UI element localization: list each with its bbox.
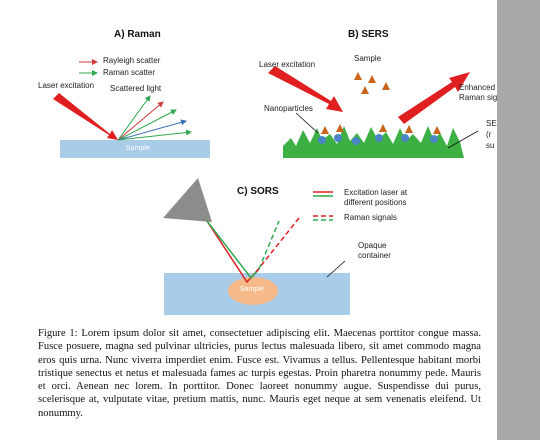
- sors-sample-label: Sample: [240, 286, 264, 293]
- raman-laser-beam: [53, 93, 118, 140]
- excitation-legend-label-2: different positions: [344, 198, 407, 207]
- panel-c-title: C) SORS: [237, 186, 279, 197]
- adsorbed-particle: [433, 126, 441, 134]
- scattered-light-label: Scattered light: [110, 84, 162, 93]
- adsorbed-particle: [321, 126, 329, 134]
- substrate-pointer: [447, 130, 479, 149]
- raman-signal: [255, 217, 300, 273]
- raman-sample-label: Sample: [126, 145, 150, 152]
- document-page: A) Raman Rayleigh scatter Raman scatter …: [38, 29, 498, 419]
- panel-a-title: A) Raman: [114, 29, 161, 40]
- sers-side-label-3: su: [486, 141, 495, 150]
- raman-panel: [53, 59, 210, 158]
- sers-side-label-1: SE: [486, 119, 497, 128]
- nanoparticle: [401, 134, 409, 142]
- raman-signals-label: Raman signals: [344, 213, 397, 222]
- opaque-label: Opaque: [358, 241, 387, 250]
- figure-caption: Figure 1: Lorem ipsum dolor sit amet, co…: [38, 328, 481, 419]
- excitation-legend-label: Excitation laser at: [344, 188, 408, 197]
- figure-illustration: [53, 59, 479, 315]
- sers-substrate: [283, 126, 464, 158]
- container-label: container: [358, 251, 391, 260]
- laser-path: [206, 220, 260, 280]
- container-pointer: [326, 260, 346, 278]
- adsorbed-particle: [379, 124, 387, 132]
- nanoparticle-pointer: [295, 112, 319, 134]
- right-gray-margin: [497, 0, 540, 440]
- sample-particle: [382, 82, 390, 90]
- scatter-ray: [117, 129, 192, 141]
- nanoparticle: [334, 134, 342, 142]
- scatter-ray: [117, 101, 164, 141]
- sers-panel: [268, 66, 479, 158]
- adsorbed-particle: [336, 124, 344, 132]
- scatter-ray: [117, 95, 151, 141]
- nanoparticles-label: Nanoparticles: [264, 104, 313, 113]
- sample-particle: [361, 86, 369, 94]
- enhanced-label: Enhanced: [459, 83, 496, 92]
- scatter-ray: [117, 119, 187, 141]
- raman-legend-label: Raman scatter: [103, 68, 156, 77]
- adsorbed-particle: [405, 125, 413, 133]
- laser-excitation-label: Laser excitation: [38, 81, 95, 90]
- sors-panel: [163, 178, 350, 315]
- sers-laser-label: Laser excitation: [259, 60, 316, 69]
- sample-particle: [354, 72, 362, 80]
- sers-sample-label: Sample: [354, 54, 382, 63]
- nanoparticle: [352, 137, 360, 145]
- enhanced-signal-arrow: [398, 72, 470, 124]
- nanoparticle: [375, 134, 383, 142]
- nanoparticle: [430, 135, 438, 143]
- raman-signal: [258, 220, 280, 270]
- sers-laser-beam: [268, 66, 343, 112]
- sers-side-label-2: (r: [486, 130, 492, 139]
- panel-b-title: B) SERS: [348, 29, 389, 40]
- rayleigh-legend-label: Rayleigh scatter: [103, 56, 161, 65]
- scatter-ray: [117, 109, 177, 141]
- sors-sample: [228, 277, 278, 305]
- raman-sample-bar: [60, 140, 210, 158]
- enhanced-label-2: Raman sig: [459, 93, 498, 102]
- prism: [163, 178, 212, 222]
- nanoparticle: [318, 136, 326, 144]
- sample-particle: [368, 75, 376, 83]
